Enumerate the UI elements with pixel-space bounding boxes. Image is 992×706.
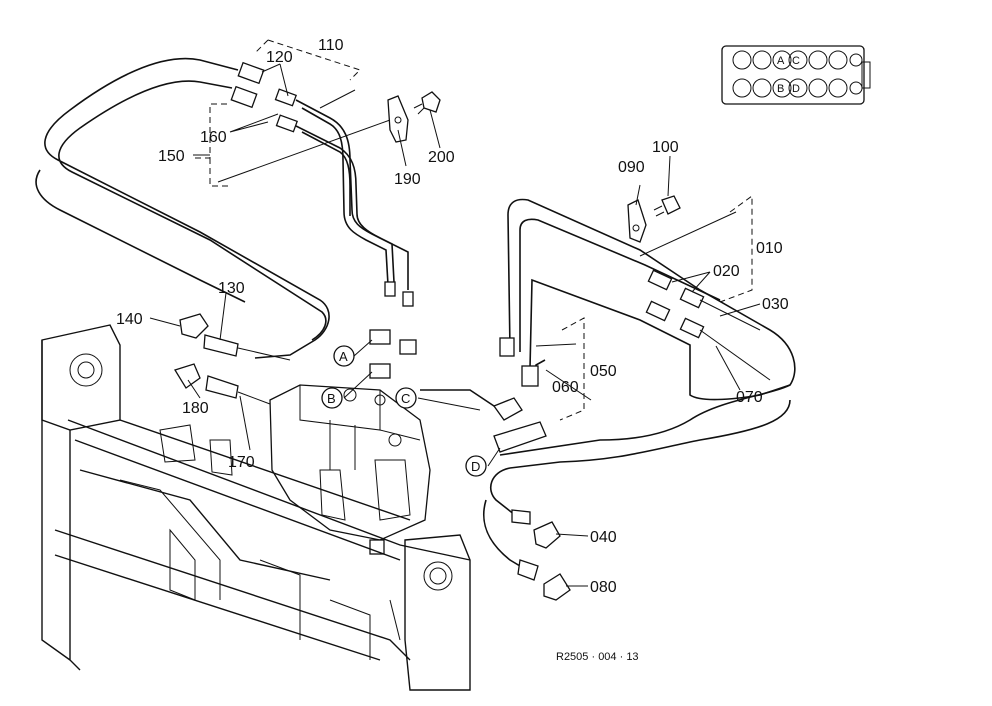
port-C: C xyxy=(395,387,417,409)
label-040: 040 xyxy=(590,529,617,546)
bracket-090 xyxy=(627,199,647,243)
inset-letter-B: B xyxy=(777,83,784,95)
label-050: 050 xyxy=(590,363,617,380)
label-090: 090 xyxy=(618,159,645,176)
right-pipe-loop xyxy=(420,198,796,573)
steel-pipes-upper xyxy=(295,99,409,290)
group-bracket-050 xyxy=(559,317,585,421)
right-fittings xyxy=(492,269,771,453)
label-120: 120 xyxy=(266,49,293,66)
fitting-160 xyxy=(230,85,299,133)
bolt-100 xyxy=(653,195,681,217)
bracket-190 xyxy=(387,95,409,143)
fitting-120 xyxy=(237,61,298,107)
label-010: 010 xyxy=(756,240,783,257)
label-070: 070 xyxy=(736,389,763,406)
label-140: 140 xyxy=(116,311,143,328)
control-valve xyxy=(269,329,431,555)
group-bracket-150 xyxy=(195,103,228,187)
port-A: A xyxy=(333,345,355,367)
fitting-130 xyxy=(203,334,291,361)
inset-letter-D: D xyxy=(792,83,800,95)
fitting-140 xyxy=(179,313,209,339)
label-200: 200 xyxy=(428,149,455,166)
label-100: 100 xyxy=(652,139,679,156)
inset-letter-C: C xyxy=(792,55,800,67)
label-150: 150 xyxy=(158,148,185,165)
port-B: B xyxy=(321,387,343,409)
label-190: 190 xyxy=(394,171,421,188)
chassis-frame xyxy=(41,324,471,691)
inset-letter-A: A xyxy=(777,55,785,67)
label-170: 170 xyxy=(228,454,255,471)
leader-lines xyxy=(149,63,761,587)
label-180: 180 xyxy=(182,400,209,417)
port-D-label: D xyxy=(471,459,480,474)
fitting-180 xyxy=(174,363,201,389)
fitting-080 xyxy=(517,559,571,601)
port-C-label: C xyxy=(401,391,410,406)
group-bracket-110 xyxy=(255,39,361,81)
port-D: D xyxy=(465,455,487,477)
label-060: 060 xyxy=(552,379,579,396)
fitting-170 xyxy=(205,375,271,405)
pipe-end-fittings xyxy=(384,281,414,307)
label-020: 020 xyxy=(713,263,740,280)
label-130: 130 xyxy=(218,280,245,297)
drawing-code: R2505 · 004 · 13 xyxy=(556,651,639,663)
label-080: 080 xyxy=(590,579,617,596)
port-B-label: B xyxy=(327,391,336,406)
upper-left-hose-loop xyxy=(35,57,330,359)
port-A-label: A xyxy=(339,349,348,364)
group-bracket-010 xyxy=(719,195,753,303)
label-160: 160 xyxy=(200,129,227,146)
label-110: 110 xyxy=(318,37,344,54)
bolt-200 xyxy=(413,91,441,115)
connector-inset: A C B D xyxy=(721,45,871,105)
label-030: 030 xyxy=(762,296,789,313)
fitting-040 xyxy=(511,509,561,549)
